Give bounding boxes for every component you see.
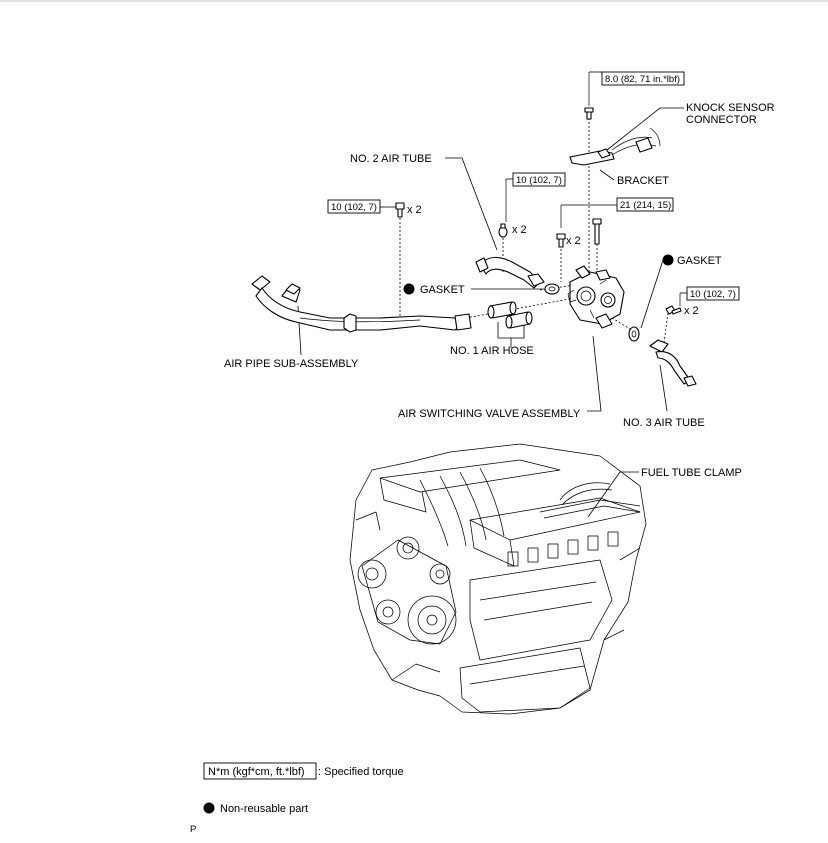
leader-lines	[297, 71, 687, 518]
no1-air-hose-b	[505, 311, 533, 329]
knock-sensor-connector	[611, 127, 661, 156]
label-knock-sensor-line1: KNOCK SENSOR	[686, 102, 775, 114]
label-knock-sensor-line2: CONNECTOR	[686, 114, 757, 126]
assembly-dashed-lines	[399, 118, 669, 351]
torque-spec-no3-tube-bolt: 10 (102, 7)	[686, 286, 740, 301]
gasket-right	[628, 326, 640, 342]
nonreusable-dot-gasket-left	[403, 283, 415, 295]
torque-spec-bracket-bolt: 8.0 (82, 71 in.*lbf)	[601, 71, 685, 86]
gasket-left	[544, 283, 560, 295]
no3-tube-bolt-quantity: x 2	[684, 305, 699, 317]
label-air-pipe-sub-assembly: AIR PIPE SUB-ASSEMBLY	[224, 358, 359, 370]
no2-tube-bolt-quantity: x 2	[512, 224, 527, 236]
engine-assembly-illustration	[349, 443, 647, 715]
torque-label: 10 (102, 7)	[331, 202, 377, 213]
torque-spec-valve-bolt: 21 (214, 15)	[616, 197, 674, 212]
torque-label: 8.0 (82, 71 in.*lbf)	[605, 74, 680, 85]
air-switching-valve-assembly	[567, 265, 625, 329]
legend-torque-unit: N*m (kgf*cm, ft.*lbf)	[208, 766, 305, 778]
top-border	[0, 0, 828, 2]
bracket-part	[569, 148, 615, 166]
legend-nonreusable-dot	[203, 802, 215, 814]
bolt-bracket	[584, 72, 594, 120]
torque-spec-air-pipe-bolt: 10 (102, 7)	[327, 199, 381, 214]
legend-torque-desc: : Specified torque	[318, 766, 404, 778]
bolt-valve-short	[556, 205, 566, 248]
footer-mark: P	[190, 824, 196, 835]
label-gasket-right: GASKET	[677, 255, 722, 267]
legend-nonreusable-desc: Non-reusable part	[220, 803, 308, 815]
label-no2-air-tube: NO. 2 AIR TUBE	[350, 153, 432, 165]
torque-label: 21 (214, 15)	[620, 200, 671, 211]
label-gasket-left: GASKET	[420, 284, 465, 296]
torque-label: 10 (102, 7)	[516, 175, 562, 186]
bolt-air-pipe	[395, 202, 405, 218]
label-air-switching-valve: AIR SWITCHING VALVE ASSEMBLY	[398, 408, 581, 420]
valve-bolt-quantity: x 2	[566, 235, 581, 247]
air-pipe-bolt-quantity: x 2	[407, 204, 422, 216]
bolt-no2-tube	[498, 179, 508, 238]
torque-spec-no2-tube-bolt: 10 (102, 7)	[512, 172, 566, 187]
no3-air-tube	[649, 339, 697, 387]
label-no1-air-hose: NO. 1 AIR HOSE	[450, 345, 534, 357]
label-no3-air-tube: NO. 3 AIR TUBE	[623, 417, 705, 429]
bolt-valve-long	[592, 218, 602, 245]
torque-label: 10 (102, 7)	[690, 289, 736, 300]
label-fuel-tube-clamp: FUEL TUBE CLAMP	[641, 467, 742, 479]
no2-air-tube	[475, 256, 545, 289]
label-bracket: BRACKET	[617, 175, 669, 187]
legend-torque: N*m (kgf*cm, ft.*lbf) : Specified torque	[203, 762, 404, 780]
air-pipe-sub-assembly	[251, 275, 472, 333]
no1-air-hose-a	[487, 301, 517, 319]
legend-nonreusable: Non-reusable part	[203, 802, 308, 815]
bolt-no3-tube	[665, 293, 682, 315]
